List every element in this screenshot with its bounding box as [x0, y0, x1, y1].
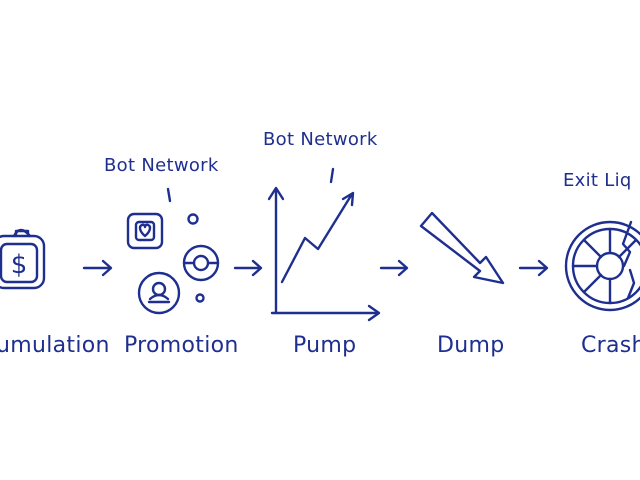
small-dot-icon: [187, 213, 199, 225]
stage-label-promotion: Promotion: [124, 333, 239, 358]
annotation-tick-2: [329, 167, 335, 184]
stage-label-dump: Dump: [437, 333, 505, 358]
heart-square-icon: [126, 212, 164, 250]
money-bag-icon: $: [0, 228, 46, 290]
broken-wheel-icon: [564, 220, 640, 312]
flow-arrow-1: [82, 259, 113, 277]
annotation-bot-network-2: Bot Network: [263, 129, 378, 150]
dollar-symbol: $: [11, 250, 28, 280]
stage-label-crash: Crash: [581, 333, 640, 358]
stage-label-accumulation: umulation: [0, 333, 110, 358]
tiny-dot-icon: [195, 293, 205, 303]
social-icons-cluster: [126, 187, 220, 315]
flow-arrow-4: [518, 259, 549, 277]
annotation-exit-liquidity: Exit Liq: [563, 170, 632, 191]
flow-arrow-2: [233, 259, 263, 277]
rising-chart-icon: [267, 167, 381, 322]
profile-circle-icon: [137, 271, 181, 315]
flow-arrow-3: [379, 259, 409, 277]
down-arrow-icon: [419, 211, 505, 285]
stage-label-pump: Pump: [293, 333, 357, 358]
annotation-tick-1: [166, 187, 172, 203]
annotation-bot-network-1: Bot Network: [104, 155, 219, 176]
